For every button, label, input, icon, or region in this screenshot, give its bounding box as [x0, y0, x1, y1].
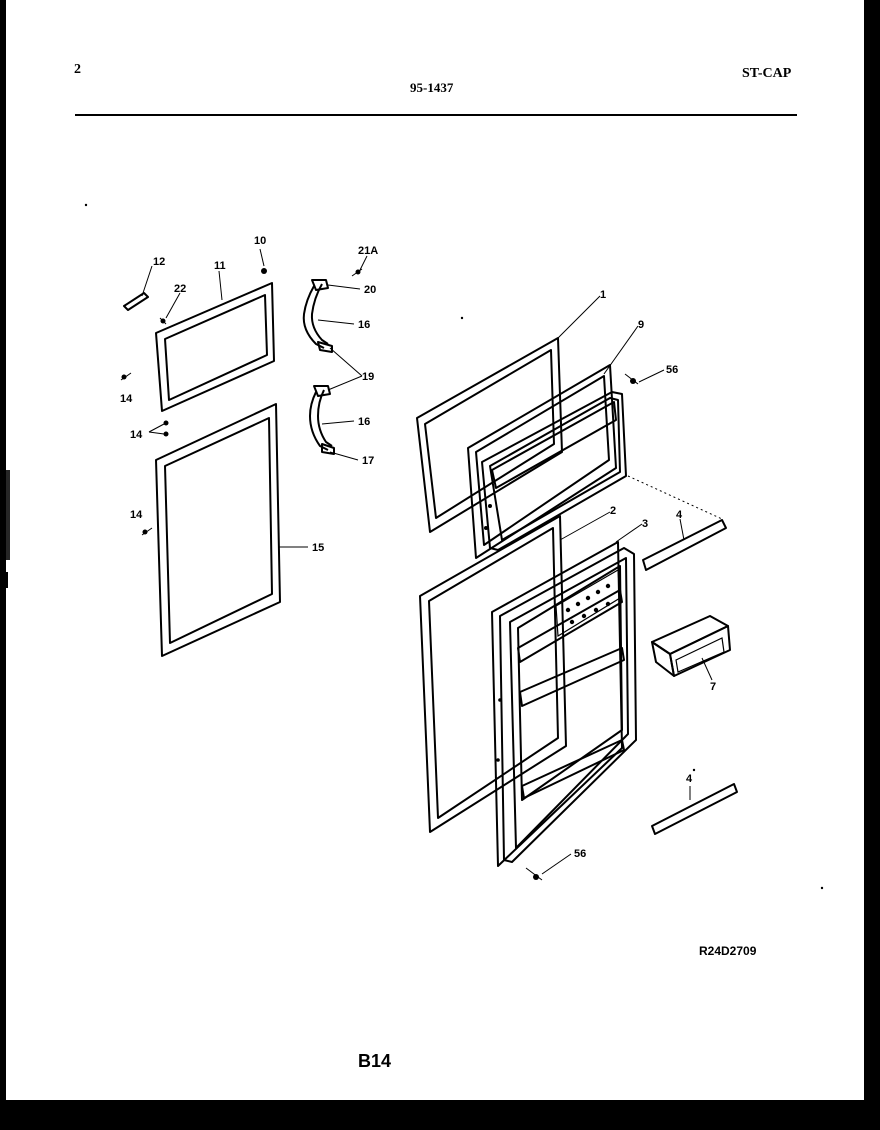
callout-22: 22: [174, 283, 186, 295]
callout-16-lower: 16: [358, 416, 370, 428]
callout-12: 12: [153, 256, 165, 268]
page-number: 2: [74, 62, 81, 77]
callout-4-bottom: 4: [686, 773, 693, 785]
callout-14-bottom: 14: [130, 509, 143, 521]
document-number: 95-1437: [410, 80, 454, 95]
callout-19: 19: [362, 371, 374, 383]
callout-3: 3: [642, 518, 648, 530]
part-12-trim-piece: [123, 292, 149, 311]
part-4-upper-trim-strip: [627, 475, 727, 571]
part-2-lower-door-gasket: [419, 515, 567, 833]
callout-56-top: 56: [666, 364, 678, 376]
part-16-upper-handle: [302, 279, 333, 353]
callout-9: 9: [638, 319, 644, 331]
callout-10: 10: [254, 235, 266, 247]
callout-14-top: 14: [120, 393, 133, 405]
model-code: ST-CAP: [742, 66, 792, 81]
part-4-lower-trim-strip: [651, 783, 738, 835]
parts-diagram-sheet: 2 95-1437 ST-CAP: [6, 0, 864, 1100]
part-1-upper-door-gasket: [416, 337, 563, 533]
part-9-upper-door-liner: [467, 364, 627, 559]
callout-16-upper: 16: [358, 319, 370, 331]
part-11-freezer-gasket: [155, 282, 275, 412]
part-15-fresh-food-gasket: [155, 403, 281, 657]
callout-2: 2: [610, 505, 616, 517]
callout-7: 7: [710, 681, 716, 693]
callout-56-bottom: 56: [574, 848, 586, 860]
page-code: B14: [358, 1051, 391, 1071]
callout-21a: 21A: [358, 245, 378, 257]
callout-20: 20: [364, 284, 376, 296]
shelf-rivets: [565, 583, 611, 625]
scan-edge-mark: [0, 470, 10, 560]
screw-56-bottom: [525, 867, 543, 881]
part-7-door-bin: [651, 615, 731, 677]
callout-15: 15: [312, 542, 324, 554]
part-16-lower-handle: [309, 385, 335, 455]
scan-edge-mark: [0, 572, 8, 588]
callout-17: 17: [362, 455, 374, 467]
callout-1: 1: [600, 289, 606, 301]
drawing-reference: R24D2709: [699, 944, 757, 958]
screws-left: [120, 268, 267, 536]
screw-56-top: [624, 373, 639, 385]
callout-14-middle: 14: [130, 429, 143, 441]
callout-11: 11: [214, 260, 226, 272]
exploded-view-drawing: 12 22 11 10 21A 20 16 19 16 17 14 14 14 …: [75, 114, 824, 1071]
part-3-lower-door-liner: [491, 541, 637, 867]
callout-4-top: 4: [676, 509, 683, 521]
